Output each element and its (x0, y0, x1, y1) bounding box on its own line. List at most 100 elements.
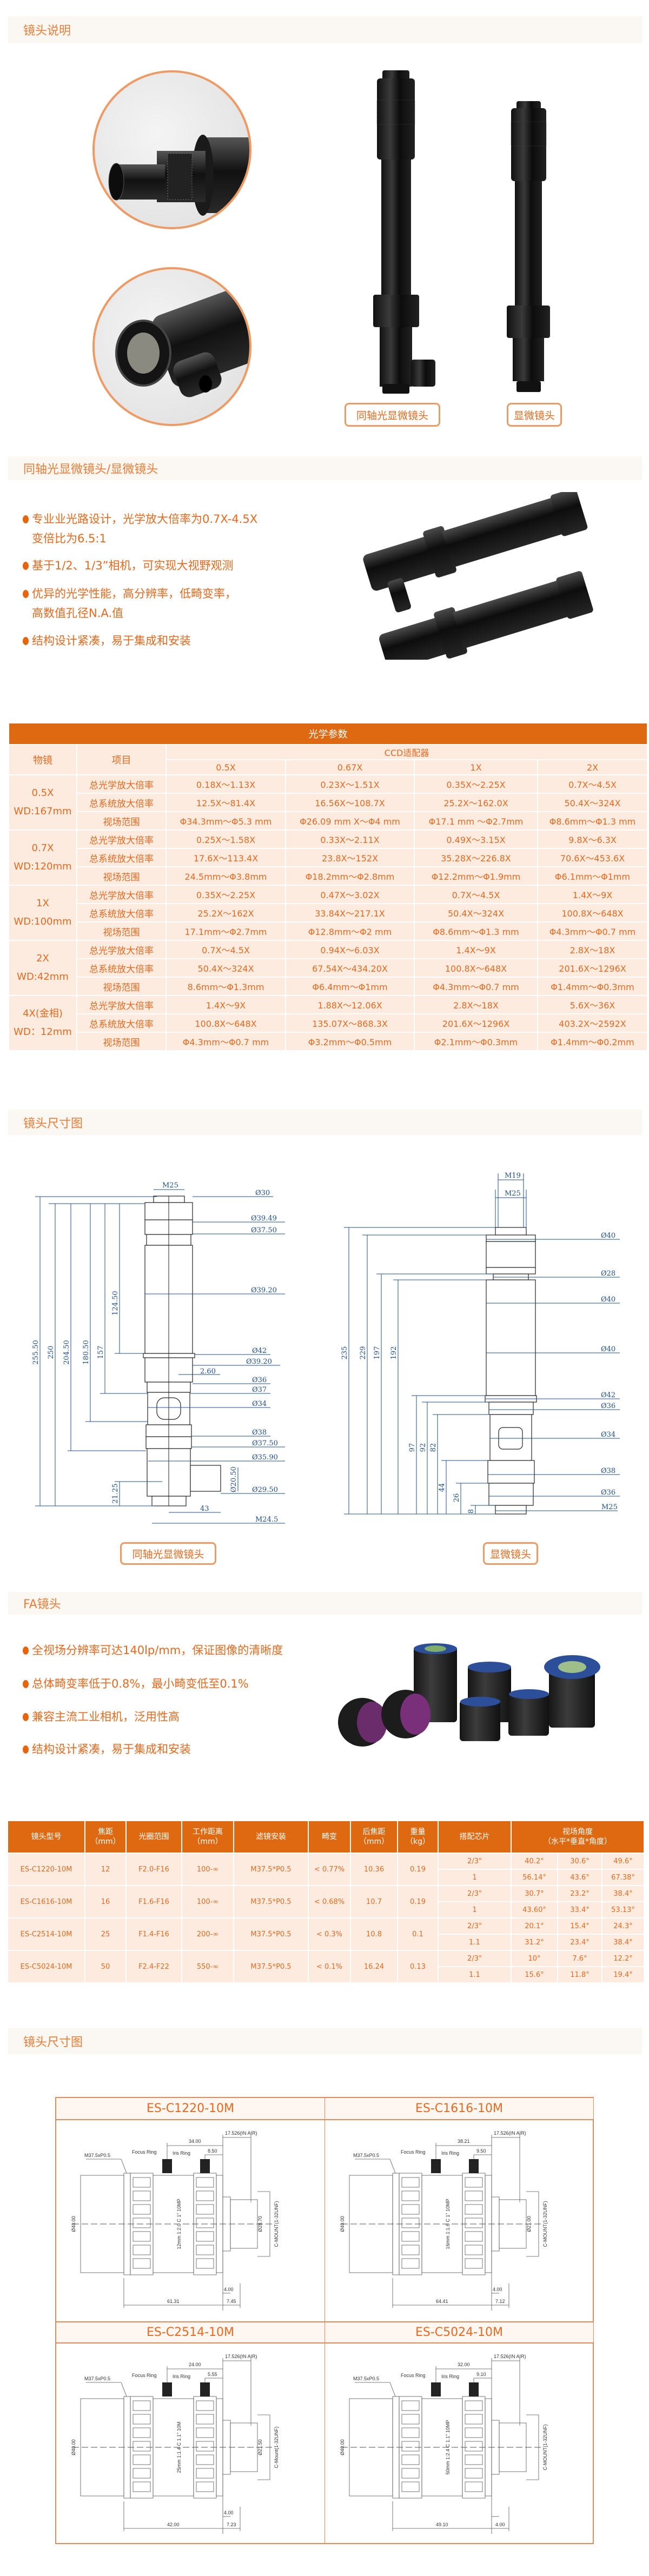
value-cell: 25.2X～162X (167, 904, 285, 921)
value-cell: 201.6X～1296X (415, 1014, 537, 1032)
weight-cell: 0.19 (398, 1854, 438, 1885)
value-cell: 0.33X～2.11X (286, 831, 414, 848)
height-label: 8 (467, 1509, 475, 1513)
feature-item: 总体畸变率低于0.8%，最小畸变低至0.1% (23, 1676, 249, 1692)
value-cell: 403.2X～2592X (538, 1014, 647, 1032)
section-title: 镜头尺寸图 (23, 1117, 83, 1131)
section-header-fa-lens: FA镜头 (8, 1592, 642, 1615)
diameter-label: Ø42 (252, 1347, 267, 1355)
value-cell: 100.8X～648X (415, 959, 537, 977)
column-header: 镜头型号 (8, 1821, 84, 1853)
length-label: 42.00 (167, 2522, 180, 2527)
working-distance: WD:120mm (14, 861, 72, 872)
value-cell: 70.6X～453.6X (538, 849, 647, 866)
feature-item: 全视场分辨率可达140lp/mm，保证图像的清晰度 (23, 1642, 283, 1658)
value-cell: Φ3.2mm～Φ0.5mm (286, 1033, 414, 1050)
micro-drawing-label: 显微镜头 (483, 1542, 538, 1565)
feature-text: 总体畸变率低于0.8%，最小畸变低至0.1% (32, 1677, 249, 1690)
value-cell: 16.56X～108.7X (286, 794, 414, 811)
micro-lens-dimension-drawing: M19 M25 235 229 197 192 97 92 82 44 26 8… (341, 1172, 620, 1515)
bullet-icon (23, 1713, 29, 1721)
adapter-header: 2X (538, 760, 647, 774)
height-label: 92 (419, 1443, 427, 1452)
working-distance: WD:167mm (14, 806, 72, 817)
wd-cell: 550-∞ (182, 1951, 233, 1982)
rear-dimension-label: 7.12 (495, 2299, 505, 2304)
adapter-header: 0.5X (167, 760, 285, 774)
mount-depth-label: 4.00 (493, 2287, 502, 2292)
item-label: 视场范围 (77, 812, 165, 829)
top-dimension-label: 34.00 (189, 2139, 201, 2144)
column-header: 工作距离 （mm） (182, 1821, 233, 1853)
sensor-cell: 1.1 (439, 1935, 511, 1950)
model-name: ES-C2514-10M (146, 2326, 235, 2339)
top-dimension-label: 32.00 (458, 2362, 470, 2367)
bullet-icon (23, 1646, 29, 1655)
value-cell: 0.18X～1.13X (167, 775, 285, 793)
knob-dimension-label: 9.10 (476, 2372, 486, 2377)
section-header-lens-intro: 镜头说明 (8, 16, 642, 43)
angle-cell: 23.2° (558, 1886, 601, 1901)
feature-item: 结构设计紧凑，易于集成和安装 (23, 1741, 191, 1757)
micro-lens-photo-label: 显微镜头 (507, 403, 562, 427)
flange-distance-label: 17.526(IN AIR) (225, 2354, 257, 2359)
value-cell: 201.6X～1296X (538, 959, 647, 977)
length-label: 61.31 (167, 2299, 180, 2304)
micro-lens-angled-photo (363, 492, 593, 660)
section-title: 镜头说明 (23, 24, 71, 38)
column-header: 搭配芯片 (439, 1821, 511, 1853)
aperture-cell: F1.6-F16 (127, 1886, 181, 1917)
column-header: 滤镜安装 (234, 1821, 308, 1853)
feature-item: 结构设计紧凑，易于集成和安装 (23, 633, 191, 649)
diameter-label: Ø35.90 (252, 1453, 278, 1462)
filter-thread-label: M37.5xP0.5 (84, 2153, 110, 2158)
mount-diameter-label: Ø21.00 (526, 2216, 532, 2232)
lens-marking-label: 16mm 1:1.6 C 1" 10MP (445, 2199, 451, 2249)
value-cell: 0.7X～4.5X (167, 941, 285, 958)
back-focal-cell: 10.7 (351, 1886, 397, 1917)
value-cell: 33.84X～217.1X (286, 904, 414, 921)
bullet-icon (23, 515, 29, 523)
column-header: 重量 （kg） (398, 1821, 438, 1853)
model-cell: ES-C2514-10M (8, 1918, 84, 1950)
adapter-header: 1X (415, 760, 537, 774)
lens-outline (143, 1196, 221, 1506)
lens-detail-photo-zoom-ring (92, 70, 251, 229)
diameter-label: Ø34 (601, 1431, 615, 1439)
sensor-cell: 2/3" (439, 1886, 511, 1901)
height-label: 26 (453, 1493, 461, 1503)
filter-cell: M37.5*P0.5 (234, 1951, 308, 1982)
focal-cell: 16 (85, 1886, 125, 1917)
model-name: ES-C5024-10M (415, 2326, 504, 2339)
model-name: ES-C1616-10M (415, 2102, 504, 2115)
iris-knob-icon (469, 2159, 479, 2173)
value-cell: 8.6mm～Φ1.3mm (167, 978, 285, 995)
value-cell: 5.6X～36X (538, 996, 647, 1013)
value-cell: 17.1mm～Φ2.7mm (167, 922, 285, 940)
value-cell: 12.5X～81.4X (167, 794, 285, 811)
lens-marking-label: 12mm 1:2.0 C 1" 10MP (176, 2199, 182, 2249)
value-cell: 0.47X～3.02X (286, 886, 414, 903)
focus-ring-label: Focus Ring (132, 2149, 157, 2155)
mount-label: C-MOUNT(1-32UNF) (542, 2425, 548, 2471)
coaxial-drawing-label: 同轴光显微镜头 (120, 1542, 216, 1565)
value-cell: 0.25X～1.58X (167, 831, 285, 848)
flange-distance-label: 17.526(IN AIR) (494, 2130, 526, 2136)
model-cell: ES-C1220-10M (8, 1854, 84, 1885)
bullet-icon (23, 1745, 29, 1754)
working-distance: WD：12mm (14, 1026, 72, 1038)
value-cell: 23.8X～152X (286, 849, 414, 866)
value-cell: 0.35X～2.25X (415, 775, 537, 793)
value-cell: 67.54X～434.20X (286, 959, 414, 977)
drawing-title: ES-C2514-10M (56, 2321, 325, 2343)
feature-text: 优异的光学性能，高分辨率，低畸变率， (32, 587, 236, 600)
value-cell: 50.4X～324X (167, 959, 285, 977)
